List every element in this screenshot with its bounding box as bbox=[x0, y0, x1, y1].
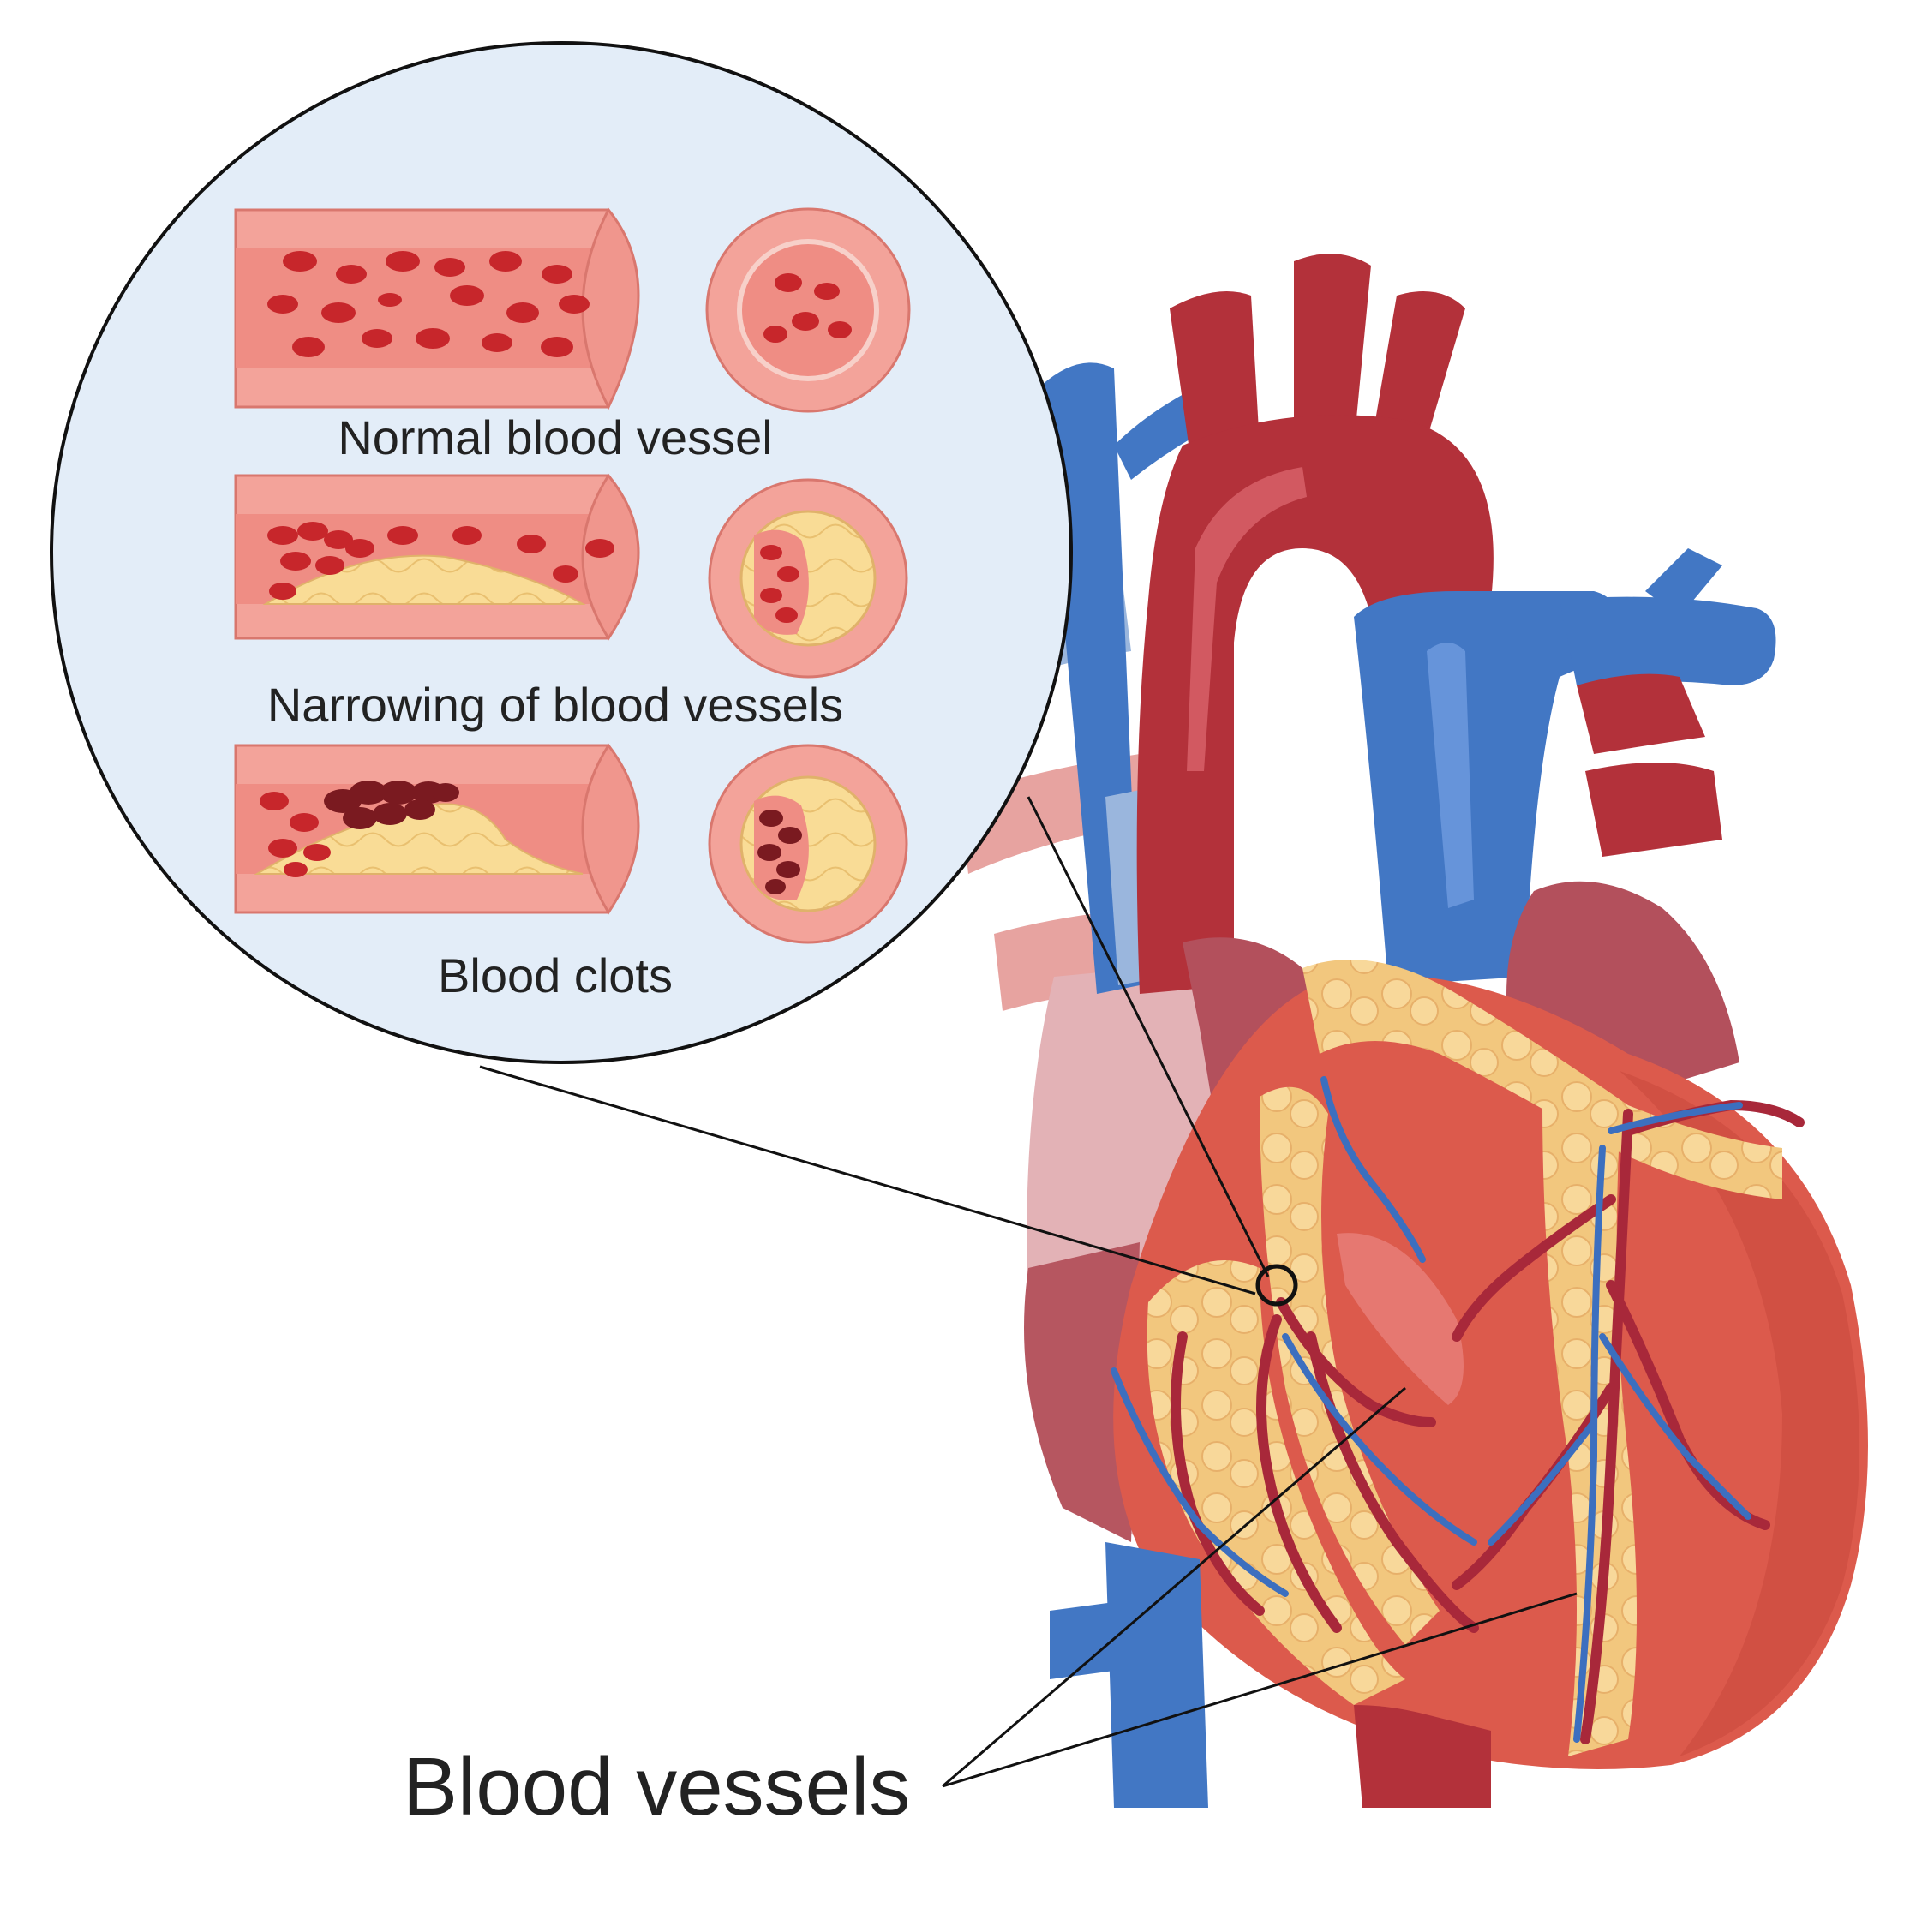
label-blood-vessels: Blood vessels bbox=[403, 1741, 910, 1833]
vessels-leader-1 bbox=[942, 1386, 1406, 1788]
aortic-arch-highlight bbox=[1187, 467, 1307, 771]
left-ventricle-shade bbox=[1024, 1242, 1140, 1542]
normal-vessel-longitudinal bbox=[234, 207, 640, 410]
fat-left-groove bbox=[1147, 1260, 1405, 1705]
vessels-leader-2 bbox=[942, 1592, 1578, 1788]
pulmonary-trunk-highlight bbox=[1427, 643, 1474, 908]
callout-lines bbox=[479, 796, 1578, 1788]
narrowed-vessel-longitudinal bbox=[234, 473, 640, 641]
magnified-inset: Normal blood vessel Narrowing of blood v… bbox=[50, 41, 1073, 1064]
fat-anterior-groove bbox=[1260, 1086, 1440, 1645]
ventricle-shade bbox=[1620, 1071, 1859, 1756]
clotted-vessel-longitudinal bbox=[234, 743, 640, 915]
pulmonary-artery-right-upper bbox=[1645, 548, 1722, 617]
aorta-branch-3 bbox=[1371, 291, 1465, 454]
narrowed-vessel-cross-section bbox=[708, 478, 908, 679]
label-normal-blood-vessel: Normal blood vessel bbox=[338, 410, 772, 464]
pulmonary-artery-right bbox=[1560, 596, 1776, 685]
pulmonary-trunk bbox=[1354, 591, 1621, 985]
descending-aorta bbox=[1354, 1705, 1491, 1808]
label-blood-clots: Blood clots bbox=[438, 948, 673, 1002]
normal-vessel-cross-section bbox=[705, 207, 911, 413]
aorta-branch-1 bbox=[1170, 291, 1260, 463]
label-narrowing-of-blood-vessels: Narrowing of blood vessels bbox=[267, 678, 843, 732]
ivc-side-branch bbox=[1050, 1602, 1114, 1679]
red-blood-cells bbox=[267, 251, 590, 357]
magnifier-origin bbox=[1255, 1264, 1298, 1307]
muscle-highlight bbox=[1337, 1233, 1464, 1405]
aorta-branch-2 bbox=[1294, 254, 1371, 446]
magnifier-leader-bottom bbox=[479, 1065, 1256, 1295]
pulmonary-vein-right-2 bbox=[1585, 763, 1722, 857]
heart bbox=[960, 254, 1868, 1808]
inset-border bbox=[50, 41, 1073, 1064]
red-blood-cells bbox=[260, 792, 331, 877]
blood-clot bbox=[324, 781, 459, 829]
magnifier-leader-top bbox=[1027, 796, 1270, 1277]
fat-upper-band bbox=[1302, 960, 1782, 1199]
coronary-veins bbox=[1111, 1076, 1751, 1743]
pulmonary-vein-right-1 bbox=[1577, 673, 1705, 754]
clotted-vessel-cross-section bbox=[708, 744, 908, 944]
red-blood-cells bbox=[267, 522, 614, 600]
inferior-vena-cava bbox=[1105, 1542, 1208, 1808]
coronary-arteries bbox=[1171, 1099, 1805, 1744]
